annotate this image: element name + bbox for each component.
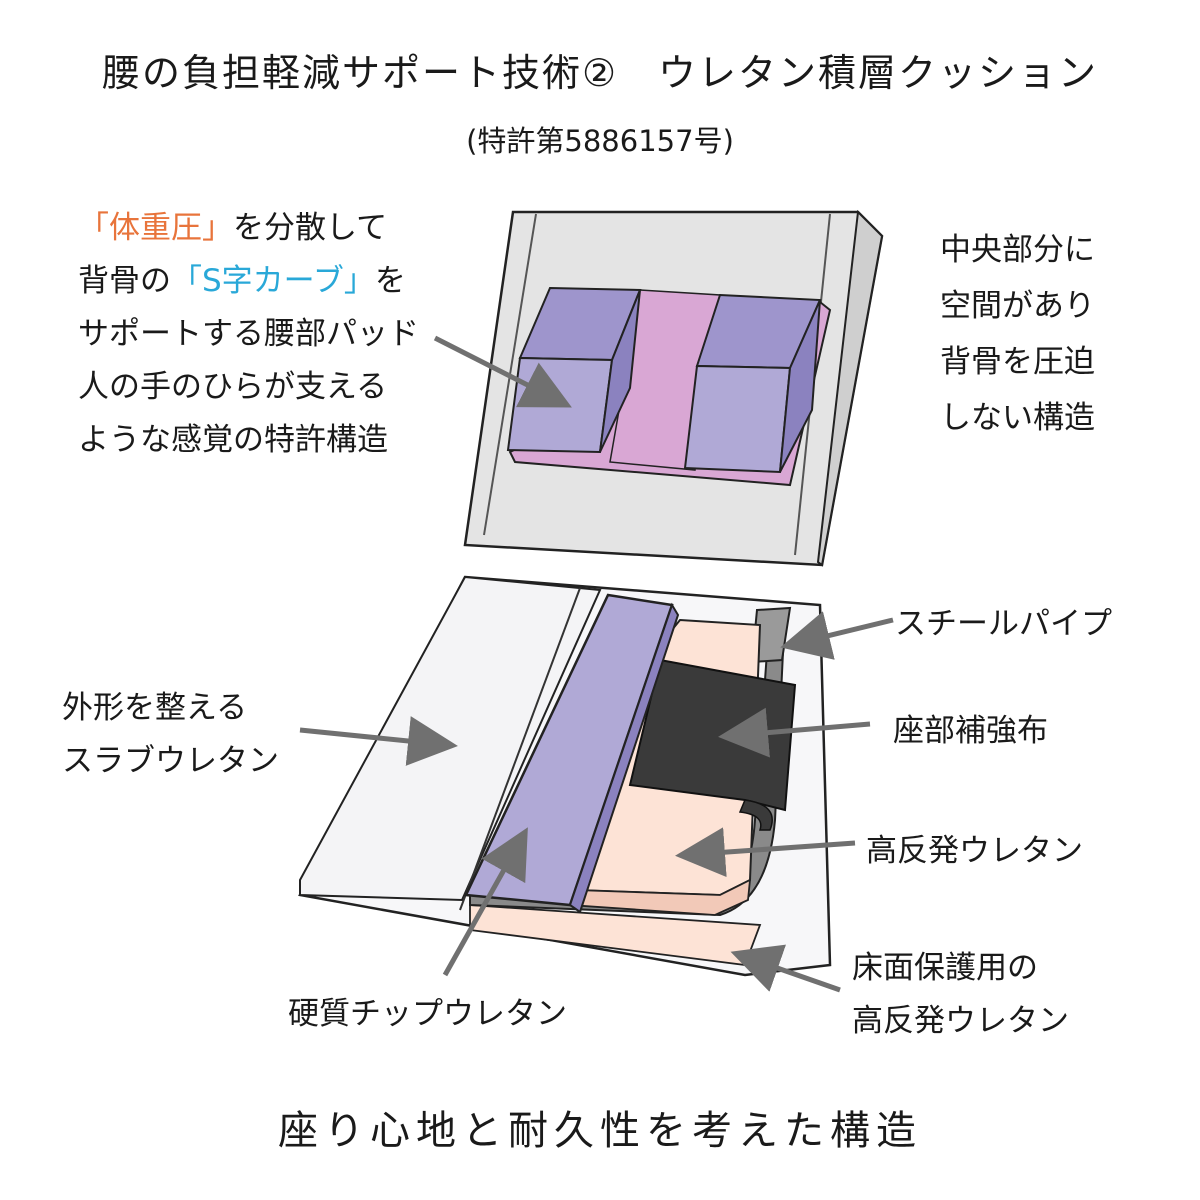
- label-floor-protection-line-2: 高反発ウレタン: [852, 1003, 1069, 1039]
- weight-pressure-keyword: 「体重圧」: [78, 210, 233, 246]
- label-floor-protection: 床面保護用の 高反発ウレタン: [852, 942, 1069, 1048]
- arrow-steel-pipe: [780, 611, 894, 660]
- center-space-line-2: 空間があり: [940, 288, 1095, 324]
- s-curve-keyword: 「S字カーブ」: [171, 263, 375, 299]
- center-space-line-1: 中央部分に: [940, 232, 1095, 268]
- label-slab-urethane: 外形を整える スラブウレタン: [62, 682, 279, 788]
- patent-number: (特許第5886157号): [466, 124, 734, 158]
- label-chip-urethane: 硬質チップウレタン: [288, 996, 567, 1032]
- label-slab-urethane-line-1: 外形を整える: [62, 690, 248, 726]
- page-title: 腰の負担軽減サポート技術② ウレタン積層クッション: [101, 51, 1099, 95]
- arrow-floor-protection: [730, 944, 841, 993]
- arrow-chip-urethane: [442, 827, 528, 977]
- lumbar-pad-description: 「体重圧」を分散して 背骨の「S字カーブ」を サポートする腰部パッド 人の手のひ…: [78, 202, 419, 467]
- description-line-2-suffix: を: [374, 263, 406, 299]
- callout-arrows: [299, 335, 894, 993]
- arrow-lumbar-pad: [433, 335, 572, 408]
- lumbar-pad: [506, 286, 832, 487]
- label-floor-protection-line-1: 床面保護用の: [852, 950, 1038, 986]
- description-line-2-prefix: 背骨の: [78, 263, 171, 299]
- center-space-line-4: しない構造: [940, 400, 1095, 436]
- arrow-slab-urethane: [299, 716, 458, 766]
- center-space-description: 中央部分に 空間があり 背骨を圧迫 しない構造: [940, 222, 1095, 446]
- footer-caption: 座り心地と耐久性を考えた構造: [278, 1108, 922, 1154]
- label-high-resilience: 高反発ウレタン: [866, 833, 1083, 869]
- label-seat-fabric: 座部補強布: [893, 713, 1048, 749]
- center-space-line-3: 背骨を圧迫: [940, 344, 1095, 380]
- description-line-4: 人の手のひらが支える: [78, 369, 388, 405]
- arrow-seat-fabric: [718, 707, 871, 758]
- arrow-high-resilience: [675, 827, 856, 878]
- description-line-1: を分散して: [233, 210, 388, 246]
- label-steel-pipe: スチールパイプ: [895, 606, 1112, 642]
- description-line-5: ような感覚の特許構造: [78, 422, 388, 458]
- seat-cushion: [298, 575, 832, 977]
- description-line-3: サポートする腰部パッド: [78, 316, 419, 352]
- label-slab-urethane-line-2: スラブウレタン: [62, 743, 279, 779]
